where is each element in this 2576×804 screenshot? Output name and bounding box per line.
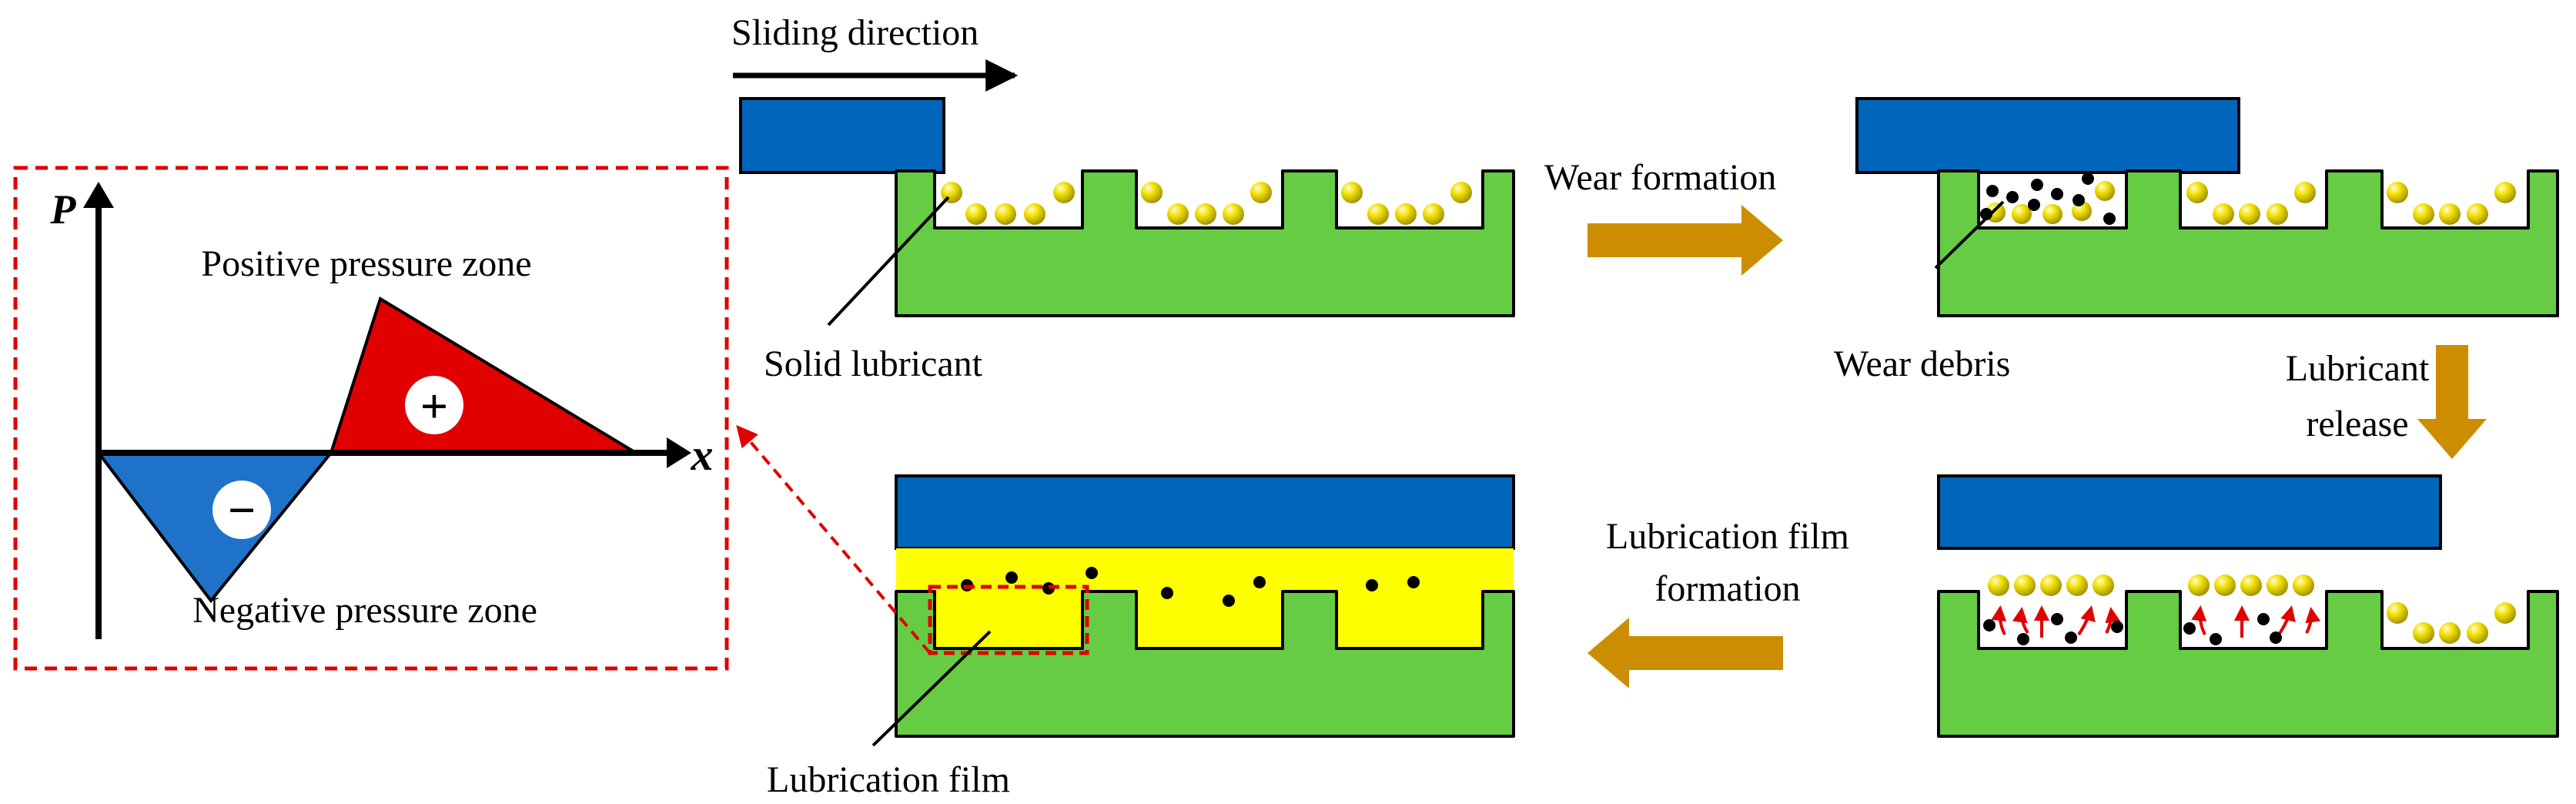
wear-formation-arrow [1587, 205, 1783, 276]
lubrication-film-layer [896, 548, 1514, 648]
highlight-box [928, 585, 1089, 655]
wear-formation-step: Wear formation [1544, 157, 1783, 276]
lubricant-release-label-1: Lubricant [2286, 348, 2430, 389]
lubricant-particles [941, 182, 1472, 225]
textured-substrate [1937, 169, 2559, 317]
wear-formation-label: Wear formation [1544, 157, 1776, 198]
lubricant-release-arrow [2417, 345, 2487, 459]
stage-initial: Sliding direction Solid lubricant [731, 12, 1515, 384]
y-axis-label: P [50, 186, 77, 233]
textured-substrate [895, 590, 1515, 738]
lubrication-film-label: Lubrication film [767, 759, 1010, 800]
stage-release [1937, 474, 2559, 738]
negative-zone-label: Negative pressure zone [192, 590, 537, 631]
textured-substrate [1937, 590, 2559, 738]
positive-zone-label: Positive pressure zone [201, 243, 531, 284]
released-lubricant-particles [1988, 575, 2516, 644]
wear-debris-particles [1980, 173, 2116, 225]
counterface-block [895, 474, 1515, 550]
x-axis-arrowhead [667, 437, 691, 468]
solid-lubricant-leader [827, 196, 950, 327]
counterface-block [739, 97, 945, 174]
minus-symbol: − [228, 483, 256, 538]
sliding-direction-label: Sliding direction [731, 12, 979, 53]
lubrication-film-formation-arrow [1587, 618, 1783, 688]
positive-pressure-triangle [329, 296, 642, 454]
zoom-connector-arrow [736, 424, 932, 655]
lubrication-film-formation-label-2: formation [1654, 568, 1800, 609]
wear-debris-leader [1934, 200, 2005, 270]
lubrication-film-formation-step: Lubrication film formation [1587, 516, 1849, 688]
lubricant-release-step: Lubricant release [2286, 345, 2487, 459]
plus-symbol: + [420, 379, 448, 434]
textured-substrate [895, 169, 1515, 317]
stage-film: Lubrication film [736, 424, 1515, 800]
lubricant-particles [1986, 181, 2516, 225]
lubrication-film-formation-label-1: Lubrication film [1606, 516, 1849, 557]
x-axis-label: x [691, 430, 714, 480]
minus-circle [212, 481, 271, 539]
stage-wear: Wear debris [1834, 97, 2559, 384]
counterface-block [1937, 474, 2442, 550]
graph-frame [13, 166, 729, 671]
wear-debris-particles [1983, 613, 2282, 645]
counterface-block [1855, 97, 2240, 174]
negative-pressure-triangle [95, 451, 335, 604]
solid-lubricant-label: Solid lubricant [764, 343, 983, 384]
lubrication-film-leader [871, 630, 992, 747]
lubricant-release-label-2: release [2306, 404, 2408, 444]
release-arrows [1991, 605, 2321, 638]
plus-circle [405, 376, 463, 434]
wear-debris-label: Wear debris [1834, 343, 2010, 384]
y-axis-arrowhead [83, 182, 114, 208]
pressure-graph: + − P x Positive pressure zone Negative … [13, 166, 729, 671]
